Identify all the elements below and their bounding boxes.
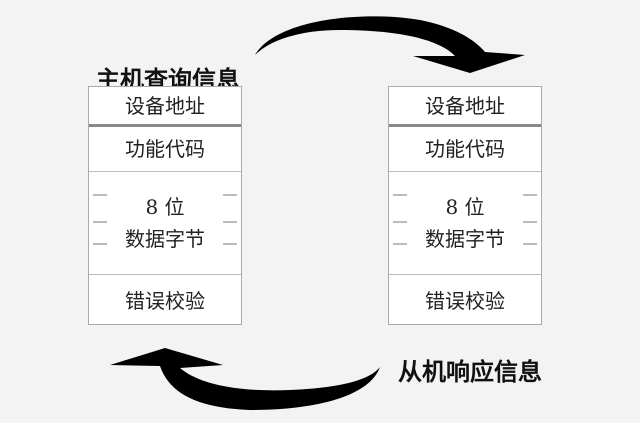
slave-response-label: 从机响应信息 [398, 358, 542, 386]
response-arrow [110, 348, 380, 410]
data-bits-text: 8 位 [145, 195, 185, 219]
divider [223, 194, 237, 196]
divider [393, 243, 407, 245]
function-code-field: 功能代码 [89, 127, 241, 172]
slave-frame: 设备地址 功能代码 8 位 数据字节 错误校验 [388, 86, 542, 325]
device-address-field: 设备地址 [89, 87, 241, 127]
function-code-field: 功能代码 [389, 127, 541, 172]
divider [393, 221, 407, 223]
divider [223, 243, 237, 245]
divider [523, 243, 537, 245]
divider [93, 221, 107, 223]
device-address-field: 设备地址 [389, 87, 541, 127]
data-bytes-field: 8 位 数据字节 [89, 172, 241, 275]
request-arrow [255, 16, 525, 73]
data-bits-text: 8 位 [445, 195, 485, 219]
data-bytes-text: 数据字节 [425, 227, 505, 251]
divider [93, 194, 107, 196]
divider [523, 194, 537, 196]
data-bytes-field: 8 位 数据字节 [389, 172, 541, 275]
error-check-field: 错误校验 [425, 288, 505, 313]
divider [93, 243, 107, 245]
divider [393, 194, 407, 196]
divider [223, 221, 237, 223]
data-bytes-text: 数据字节 [125, 227, 205, 251]
divider [523, 221, 537, 223]
error-check-field: 错误校验 [125, 288, 205, 313]
master-frame: 设备地址 功能代码 8 位 数据字节 错误校验 [88, 86, 242, 325]
